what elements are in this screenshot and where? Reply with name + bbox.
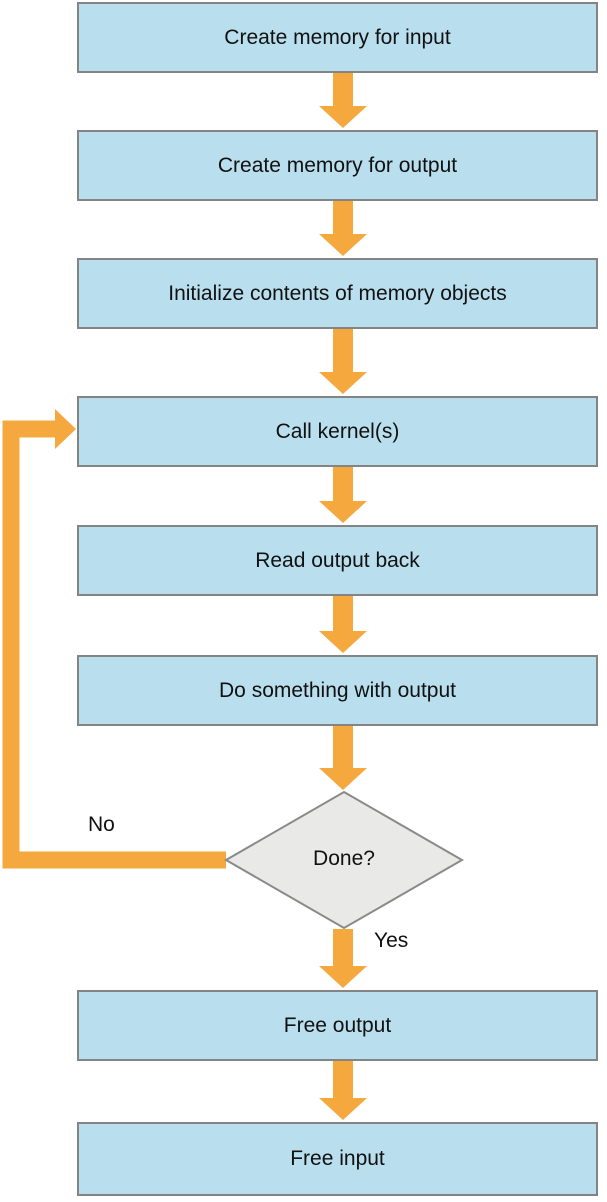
no-loop-arrowhead-icon [55,409,76,449]
arrow-initialize-to-call-icon [319,329,367,394]
node-create-memory-for-input: Create memory for input [77,2,598,73]
node-create-memory-for-output: Create memory for output [77,130,598,201]
node-label: Free output [283,1013,392,1037]
node-done-decision-label: Done? [313,847,375,870]
node-label: Free input [290,1147,385,1171]
node-free-input: Free input [77,1122,598,1196]
arrow-output-to-initialize-icon [319,201,367,256]
arrow-call-to-read-icon [319,467,367,523]
arrow-do-to-done-icon [319,726,367,790]
arrow-input-to-output-icon [319,73,367,128]
decision-diamond [223,790,465,930]
node-label: Create memory for output [217,153,458,177]
node-do-something-with-output: Do something with output [77,655,598,726]
edge-label-no: No [88,813,115,836]
arrow-read-to-do-icon [319,596,367,653]
node-call-kernels: Call kernel(s) [77,396,598,467]
node-label: Create memory for input [224,25,451,49]
edge-label-yes: Yes [374,929,409,952]
node-initialize-memory-objects: Initialize contents of memory objects [77,258,598,329]
node-read-output-back: Read output back [77,525,598,596]
no-loop-line [2,420,226,869]
node-label: Read output back [255,548,420,572]
node-label: Call kernel(s) [275,419,400,443]
node-free-output: Free output [77,990,598,1061]
arrow-done-to-free-output-icon [319,929,367,988]
node-label: Initialize contents of memory objects [168,281,507,305]
node-label: Do something with output [219,678,456,702]
arrow-free-output-to-free-input-icon [319,1061,367,1120]
